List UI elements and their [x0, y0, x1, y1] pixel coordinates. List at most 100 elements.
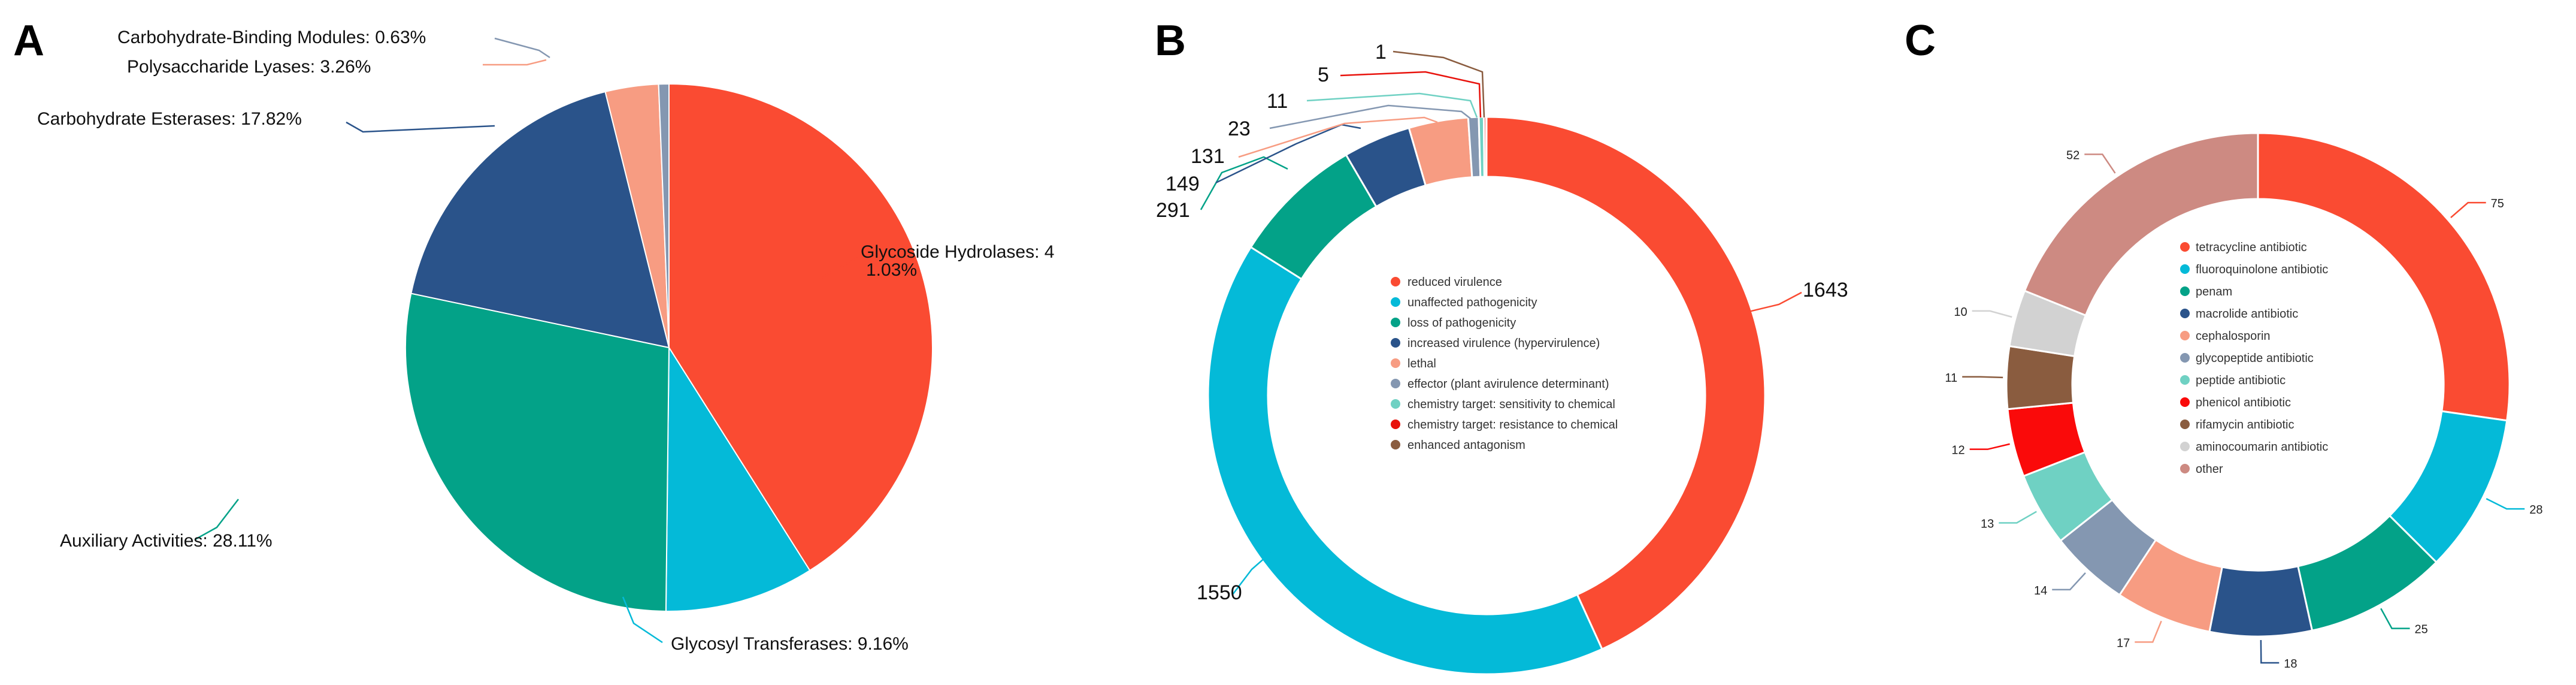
leader-line-chemistry-target-sensitivity-to-chemical	[1306, 92, 1478, 118]
legend: tetracycline antibiotic fluoroquinolone a…	[2180, 241, 2328, 476]
pie-slices	[405, 83, 933, 612]
value-label-tetracycline-antibiotic: 75	[2491, 197, 2504, 210]
legend-swatch-tetracycline-antibiotic	[2180, 242, 2190, 252]
legend-swatch-rifamycin-antibiotic	[2180, 420, 2190, 429]
slice-rifamycin-antibiotic	[2005, 345, 2076, 411]
value-label-fluoroquinolone-antibiotic: 28	[2529, 503, 2542, 517]
leader-line-macrolide-antibiotic	[2260, 639, 2280, 664]
legend-label-loss-of-pathogenicity: loss of pathogenicity	[1407, 316, 1516, 330]
legend-label-increased-virulence-hypervirulence: increased virulence (hypervirulence)	[1407, 337, 1600, 350]
legend-swatch-phenicol-antibiotic	[2180, 397, 2190, 407]
slice-carbohydrate-esterases-17-82	[410, 90, 670, 349]
leader-line-penam	[2380, 608, 2410, 629]
legend-swatch-chemistry-target-resistance-to-chemical	[1391, 420, 1400, 429]
leader-line-glycoside-hydrolases	[813, 257, 858, 284]
legend-swatch-aminocoumarin-antibiotic	[2180, 442, 2190, 451]
slice-glycoside-hydrolases-41-03	[668, 83, 933, 572]
legend-label-penam: penam	[2196, 285, 2232, 298]
leader-line-polysaccharide-lyases	[483, 59, 547, 66]
value-label-peptide-antibiotic: 13	[1981, 517, 1994, 530]
panel-label-a: A	[13, 17, 44, 65]
slice-carbohydrate-binding-modules-0-63	[658, 83, 670, 348]
value-label-reduced-virulence: 1643	[1803, 279, 1848, 301]
legend-label-glycopeptide-antibiotic: glycopeptide antibiotic	[2196, 352, 2314, 365]
slice-enhanced-antagonism	[1485, 116, 1488, 178]
legend-swatch-effector-plant-avirulence-determinant	[1391, 379, 1400, 388]
leader-line-fluoroquinolone-antibiotic	[2486, 498, 2525, 510]
slice-label-carbohydrate-binding-modules: Carbohydrate-Binding Modules: 0.63%	[117, 28, 426, 47]
value-label-enhanced-antagonism: 1	[1375, 41, 1387, 64]
legend-label-reduced-virulence: reduced virulence	[1407, 276, 1502, 289]
value-label-phenicol-antibiotic: 12	[1951, 444, 1964, 457]
value-label-increased-virulence-hypervirulence: 149	[1166, 173, 1200, 195]
leader-line-glycopeptide-antibiotic	[2052, 572, 2086, 591]
legend-label-peptide-antibiotic: peptide antibiotic	[2196, 374, 2286, 387]
legend-label-aminocoumarin-antibiotic: aminocoumarin antibiotic	[2196, 440, 2328, 454]
legend-swatch-cephalosporin	[2180, 331, 2190, 340]
donut-slices	[1207, 116, 1766, 675]
legend-label-rifamycin-antibiotic: rifamycin antibiotic	[2196, 418, 2295, 431]
legend-label-tetracycline-antibiotic: tetracycline antibiotic	[2196, 241, 2307, 254]
leader-line-auxiliary-activities	[195, 499, 239, 541]
legend-label-effector-plant-avirulence-determinant: effector (plant avirulence determinant)	[1407, 378, 1609, 391]
value-label-lethal: 131	[1191, 145, 1225, 168]
value-label-rifamycin-antibiotic: 11	[1945, 372, 1957, 385]
slice-glycosyl-transferases-9-16	[665, 345, 811, 612]
leader-line-loss-of-pathogenicity	[1200, 156, 1288, 210]
slice-auxiliary-activities-28-11	[405, 292, 670, 612]
legend-swatch-penam	[2180, 286, 2190, 296]
legend-swatch-increased-virulence-hypervirulence	[1391, 338, 1400, 348]
legend-label-macrolide-antibiotic: macrolide antibiotic	[2196, 307, 2298, 321]
value-label-cephalosporin: 17	[2117, 636, 2130, 650]
slice-tetracycline-antibiotic	[2257, 132, 2511, 422]
slice-label-glycoside-hydrolases-cont: 1.03%	[866, 260, 917, 280]
legend-swatch-glycopeptide-antibiotic	[2180, 353, 2190, 363]
leader-line-reduced-virulence	[1748, 291, 1802, 313]
leader-line-peptide-antibiotic	[1999, 511, 2037, 524]
legend-label-cephalosporin: cephalosporin	[2196, 330, 2271, 343]
leader-line-rifamycin-antibiotic	[1962, 376, 2003, 379]
slice-unaffected-pathogenicity	[1207, 246, 1603, 675]
leader-line-increased-virulence-hypervirulence	[1215, 123, 1361, 184]
legend-label-chemistry-target-sensitivity-to-chemical: chemistry target: sensitivity to chemica…	[1407, 398, 1615, 411]
leader-line-phenicol-antibiotic	[1969, 443, 2010, 450]
slice-label-glycosyl-transferases: Glycosyl Transferases: 9.16%	[671, 634, 909, 654]
value-label-loss-of-pathogenicity: 291	[1156, 199, 1190, 222]
slice-label-polysaccharide-lyases: Polysaccharide Lyases: 3.26%	[127, 57, 371, 77]
legend-label-other: other	[2196, 463, 2223, 476]
legend-swatch-chemistry-target-sensitivity-to-chemical	[1391, 399, 1400, 409]
leader-line-glycosyl-transferases	[622, 596, 663, 644]
legend-label-enhanced-antagonism: enhanced antagonism	[1407, 439, 1525, 452]
legend-label-fluoroquinolone-antibiotic: fluoroquinolone antibiotic	[2196, 263, 2328, 276]
legend-swatch-fluoroquinolone-antibiotic	[2180, 264, 2190, 274]
legend-swatch-unaffected-pathogenicity	[1391, 297, 1400, 307]
legend-label-lethal: lethal	[1407, 357, 1436, 370]
donut-slices	[2005, 132, 2511, 638]
label-leader-lines	[1962, 153, 2525, 664]
legend-swatch-macrolide-antibiotic	[2180, 309, 2190, 318]
label-leader-lines	[195, 37, 858, 644]
value-label-macrolide-antibiotic: 18	[2284, 657, 2297, 671]
value-label-glycopeptide-antibiotic: 14	[2034, 584, 2047, 598]
legend-swatch-loss-of-pathogenicity	[1391, 318, 1400, 327]
leader-line-effector-plant-avirulence-determinant	[1269, 104, 1473, 129]
value-label-chemistry-target-sensitivity-to-chemical: 11	[1267, 90, 1288, 113]
legend-swatch-other	[2180, 464, 2190, 473]
leader-line-tetracycline-antibiotic	[2450, 201, 2486, 218]
leader-line-aminocoumarin-antibiotic	[1972, 310, 2012, 318]
leader-line-cephalosporin	[2135, 620, 2162, 643]
slice-label-carbohydrate-esterases: Carbohydrate Esterases: 17.82%	[37, 109, 302, 129]
legend-label-phenicol-antibiotic: phenicol antibiotic	[2196, 396, 2291, 409]
value-label-chemistry-target-resistance-to-chemical: 5	[1318, 64, 1329, 86]
legend-label-chemistry-target-resistance-to-chemical: chemistry target: resistance to chemical	[1407, 418, 1618, 431]
panel-label-c: C	[1905, 17, 1936, 65]
legend-swatch-peptide-antibiotic	[2180, 375, 2190, 385]
label-leader-lines	[1200, 50, 1802, 595]
leader-line-chemistry-target-resistance-to-chemical	[1340, 71, 1482, 118]
